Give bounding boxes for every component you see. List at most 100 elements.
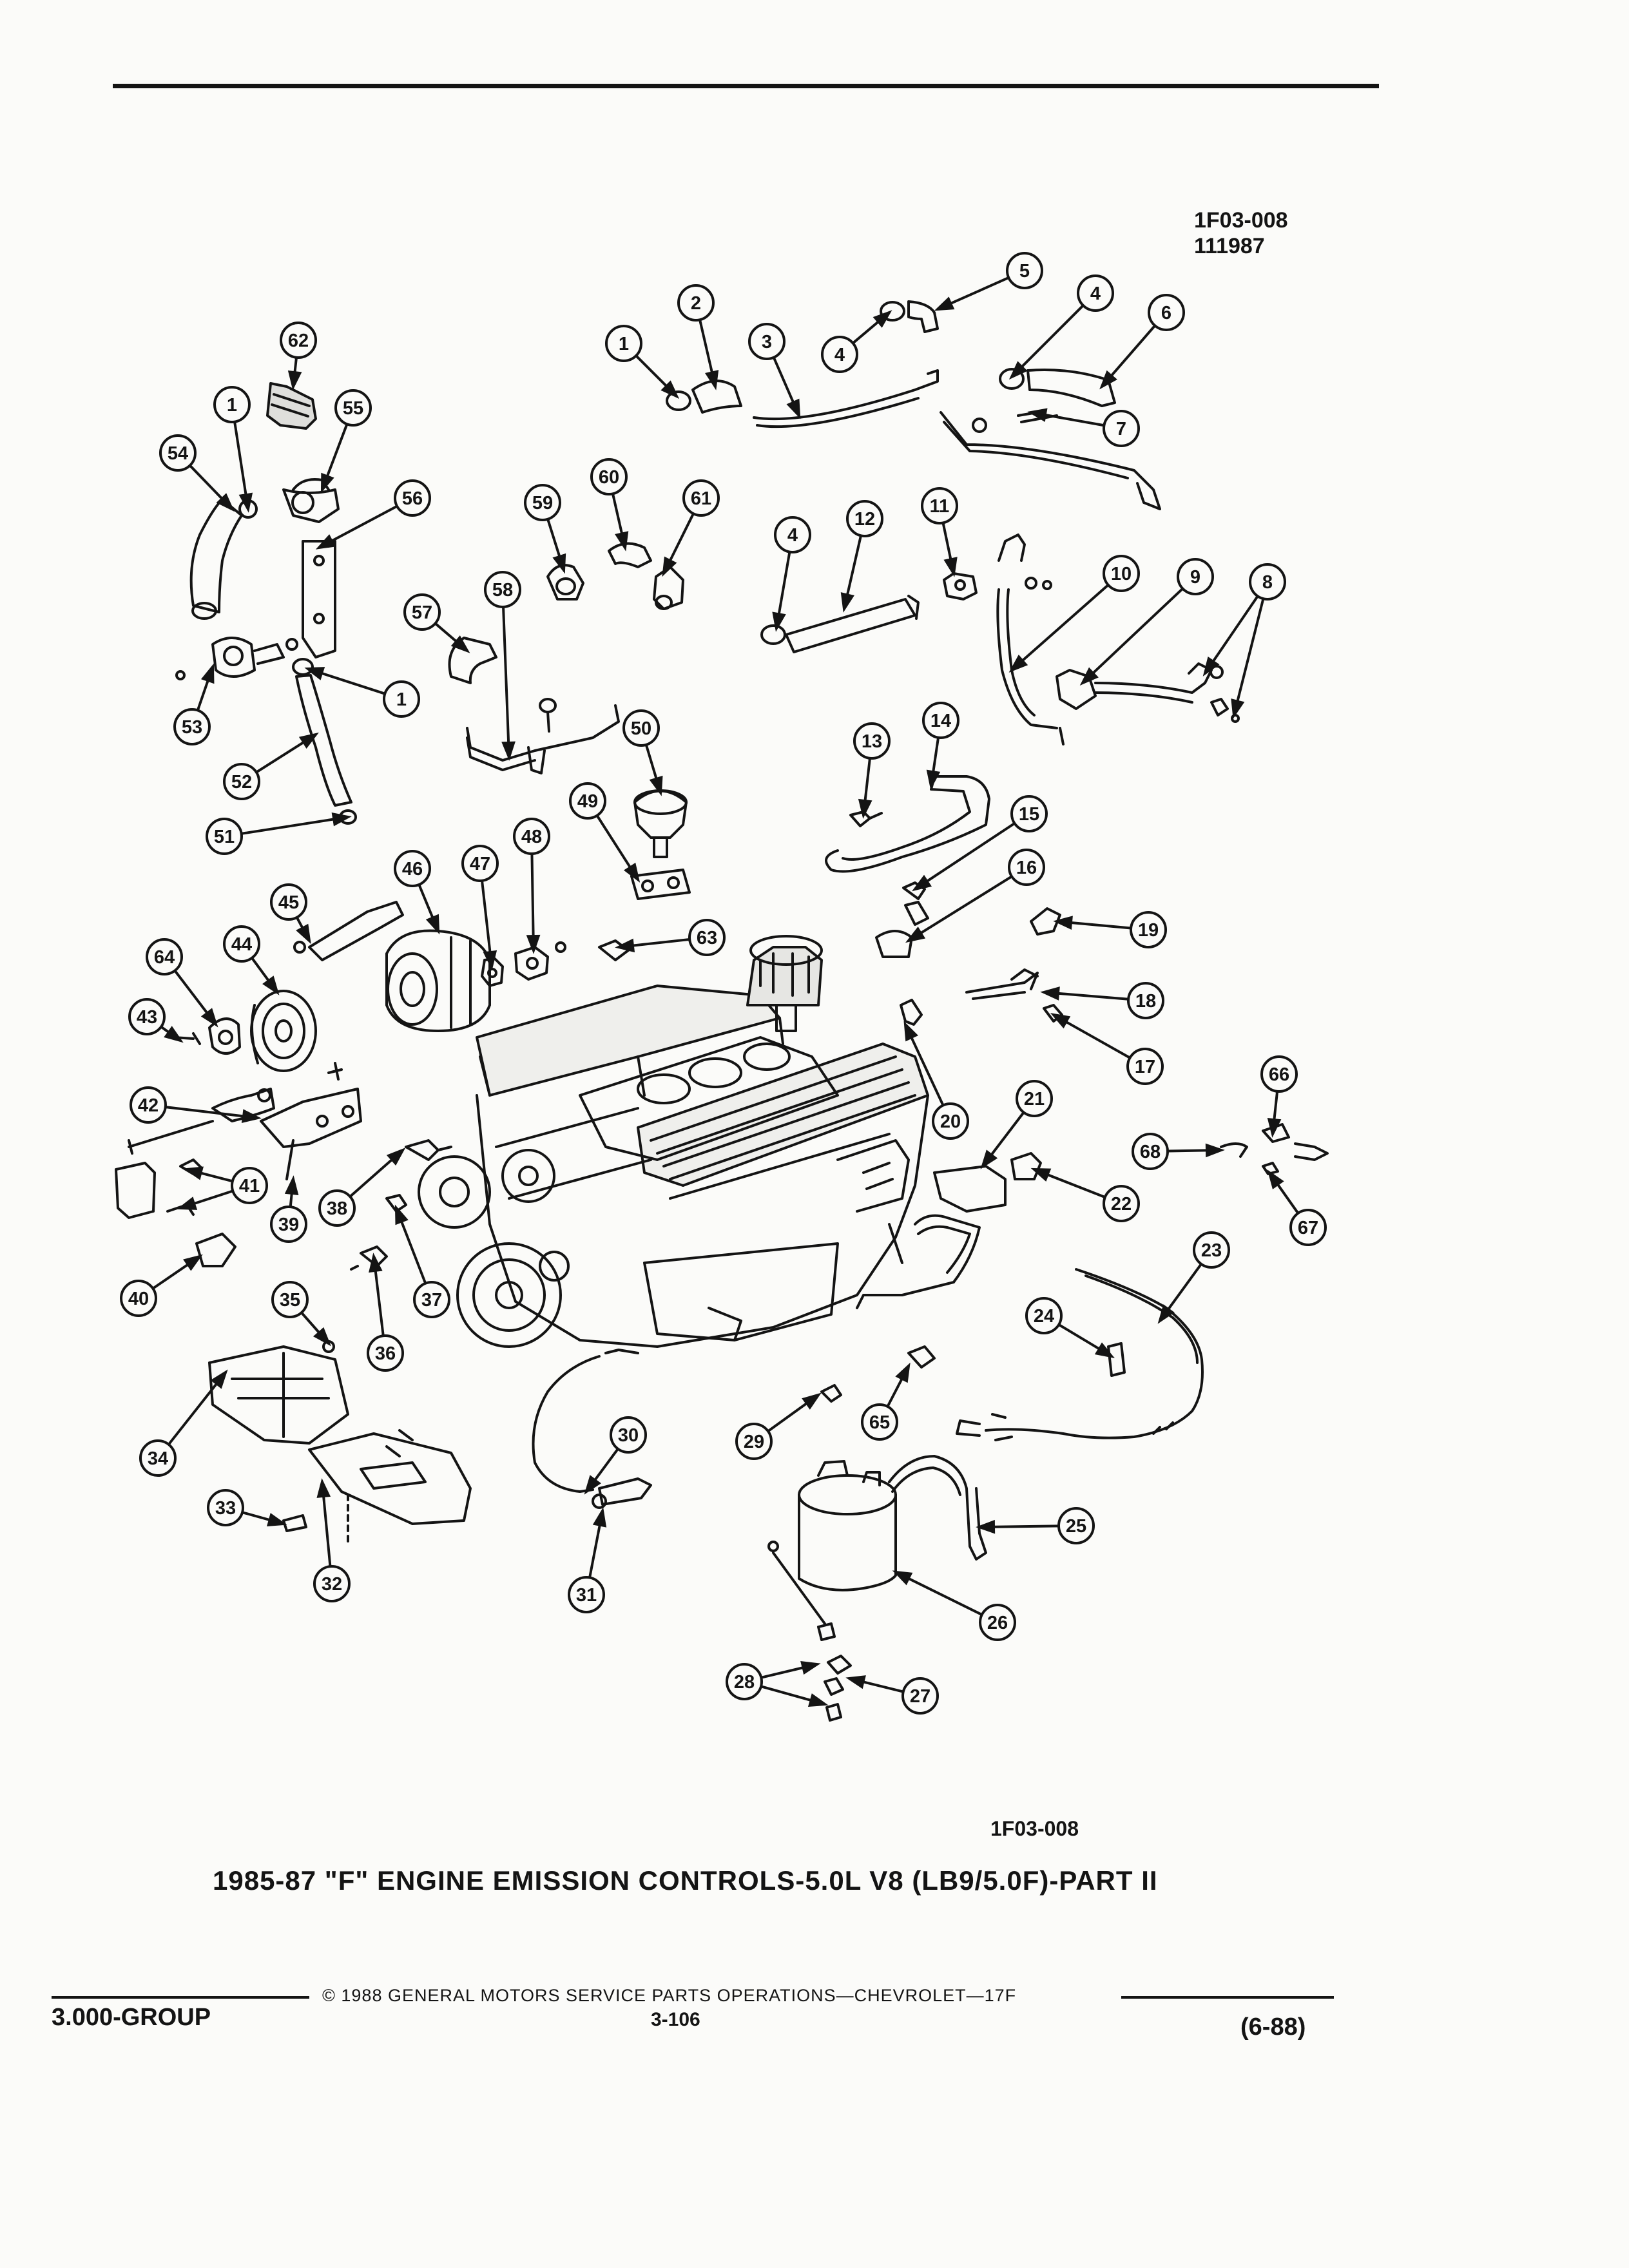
leader-arrowhead: [615, 938, 635, 953]
leader-arrowhead: [386, 1148, 406, 1166]
leader-line: [1273, 1178, 1300, 1215]
callout-number: 46: [402, 859, 423, 879]
callout-67: 67: [1289, 1209, 1327, 1246]
callout-circle: [748, 323, 786, 360]
leader-line: [590, 1447, 619, 1486]
callout-66: 66: [1260, 1055, 1298, 1093]
callout-64: 64: [146, 938, 183, 975]
callout-3: 3: [748, 323, 786, 360]
callout-9: 9: [1177, 558, 1214, 595]
callout-number: 62: [288, 331, 309, 351]
callout-circle: [726, 1663, 763, 1700]
leader-line: [987, 1111, 1025, 1160]
callout-number: 32: [322, 1574, 342, 1595]
leader-arrowhead: [331, 812, 352, 827]
callout-circle: [334, 389, 372, 427]
callout-number: 31: [576, 1585, 597, 1606]
callout-number: 16: [1016, 858, 1037, 878]
leader-arrowhead: [858, 798, 872, 819]
callout-number: 66: [1269, 1064, 1289, 1085]
egr-valve: [630, 789, 691, 900]
callout-circle: [524, 484, 561, 521]
leader-arrowhead: [320, 472, 334, 494]
callout-number: 28: [734, 1672, 755, 1693]
callout-circle: [223, 925, 260, 963]
callout-4: 4: [774, 516, 811, 553]
leader-arrowhead: [1157, 1304, 1175, 1324]
leader-arrowhead: [284, 1175, 299, 1195]
callout-7: 7: [1103, 410, 1140, 447]
callout-circle: [821, 336, 858, 373]
callout-number: 57: [412, 602, 432, 623]
leader-arrowhead: [200, 1008, 218, 1028]
callout-number: 35: [280, 1290, 300, 1311]
callout-24: 24: [1025, 1297, 1063, 1334]
leader-line: [944, 276, 1010, 307]
callout-circle: [610, 1416, 647, 1454]
callout-49: 49: [569, 782, 606, 820]
footer-group: 3.000-GROUP: [52, 2004, 211, 2031]
leader-line: [1017, 583, 1110, 666]
leader-line: [151, 1260, 194, 1290]
callout-circle: [394, 479, 431, 517]
leader-line: [325, 505, 399, 545]
callout-number: 12: [854, 509, 875, 530]
leader-line: [322, 1489, 332, 1568]
callout-number: 17: [1135, 1057, 1155, 1077]
leader-arrowhead: [872, 310, 892, 328]
callout-1: 1: [383, 680, 420, 718]
leader-arrowhead: [592, 1507, 607, 1528]
callout-60: 60: [590, 458, 628, 495]
callout-19: 19: [1130, 911, 1167, 948]
callout-circle: [280, 322, 317, 359]
callout-circle: [1126, 1048, 1164, 1085]
callout-number: 41: [239, 1176, 260, 1196]
leader-line: [907, 1031, 945, 1107]
leader-arrowhead: [934, 296, 955, 311]
callout-number: 21: [1024, 1089, 1045, 1110]
callout-circle: [318, 1189, 356, 1227]
leader-line: [1088, 587, 1184, 678]
callout-circle: [513, 818, 550, 855]
leader-arrowhead: [164, 1026, 184, 1043]
leader-line: [588, 1518, 602, 1579]
callout-number: 59: [532, 493, 553, 514]
callout-circle: [568, 1576, 605, 1613]
leader-arrowhead: [1267, 1117, 1282, 1138]
leader-line: [315, 670, 387, 695]
heat-shields: [208, 1340, 472, 1544]
leader-arrowhead: [369, 1253, 383, 1273]
leader-arrowhead: [1099, 370, 1117, 390]
leader-line: [1016, 304, 1084, 372]
leader-line: [921, 822, 1016, 886]
callout-1: 1: [605, 325, 642, 362]
leader-arrowhead: [976, 1519, 996, 1534]
callout-circle: [271, 1281, 309, 1318]
callout-number: 7: [1116, 419, 1126, 439]
callout-51: 51: [206, 818, 243, 855]
callout-34: 34: [139, 1439, 177, 1477]
callout-number: 27: [910, 1686, 930, 1707]
callout-circle: [921, 487, 958, 524]
leader-line: [1235, 597, 1265, 708]
callout-17: 17: [1126, 1048, 1164, 1085]
callout-number: 60: [599, 467, 619, 488]
callout-circle: [677, 284, 715, 322]
leader-arrowhead: [1202, 657, 1220, 677]
callout-number: 15: [1019, 804, 1039, 825]
leader-arrowhead: [238, 492, 253, 513]
footer-rule-left: [52, 1996, 309, 1999]
leader-arrowhead: [183, 1166, 204, 1180]
leader-arrowhead: [394, 1204, 409, 1225]
callout-number: 4: [1090, 284, 1101, 304]
callout-58: 58: [484, 571, 521, 608]
leader-arrowhead: [980, 1149, 998, 1169]
leader-line: [1041, 1171, 1106, 1199]
callout-number: 26: [987, 1613, 1008, 1633]
callout-circle: [774, 516, 811, 553]
figure-code: 1F03-008: [1194, 208, 1288, 233]
engine-block: [418, 935, 929, 1348]
callout-number: 54: [168, 443, 188, 464]
footer-copyright: © 1988 GENERAL MOTORS SERVICE PARTS OPER…: [322, 1986, 1017, 2005]
leader-arrowhead: [786, 398, 801, 419]
